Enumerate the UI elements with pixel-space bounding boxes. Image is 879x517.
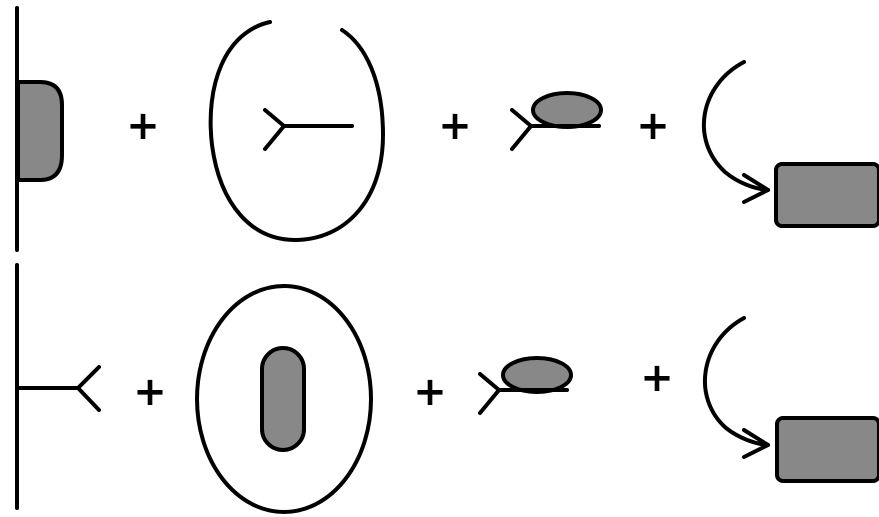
row1-membrane-with-blob bbox=[17, 8, 62, 250]
inner-blob bbox=[262, 348, 304, 450]
plus-sign: + bbox=[438, 103, 472, 149]
plus-sign: + bbox=[126, 103, 160, 149]
row1-arrow-to-rectangle bbox=[704, 62, 879, 226]
row2-closed-loop bbox=[197, 286, 371, 512]
row-1: + + + bbox=[17, 8, 879, 250]
plus-sign: + bbox=[133, 369, 167, 415]
row2-membrane-with-antibody bbox=[17, 265, 99, 508]
row2-antibody-with-blob bbox=[480, 358, 571, 413]
small-blob bbox=[503, 358, 571, 392]
y-antibody bbox=[265, 110, 352, 149]
loop-outline bbox=[211, 22, 383, 240]
product-rectangle bbox=[777, 418, 879, 481]
small-blob bbox=[533, 93, 601, 127]
y-antibody bbox=[17, 367, 99, 410]
curved-arrow-shaft bbox=[704, 62, 768, 190]
product-rectangle bbox=[776, 164, 879, 226]
row1-antibody-with-blob bbox=[512, 93, 601, 149]
plus-sign: + bbox=[636, 103, 670, 149]
curved-arrow-shaft bbox=[705, 318, 768, 445]
row-2: + + + bbox=[17, 265, 879, 512]
bound-blob bbox=[18, 82, 62, 180]
row1-open-loop bbox=[211, 22, 383, 240]
plus-sign: + bbox=[640, 355, 674, 401]
row2-arrow-to-rectangle bbox=[705, 318, 879, 481]
plus-sign: + bbox=[413, 369, 447, 415]
